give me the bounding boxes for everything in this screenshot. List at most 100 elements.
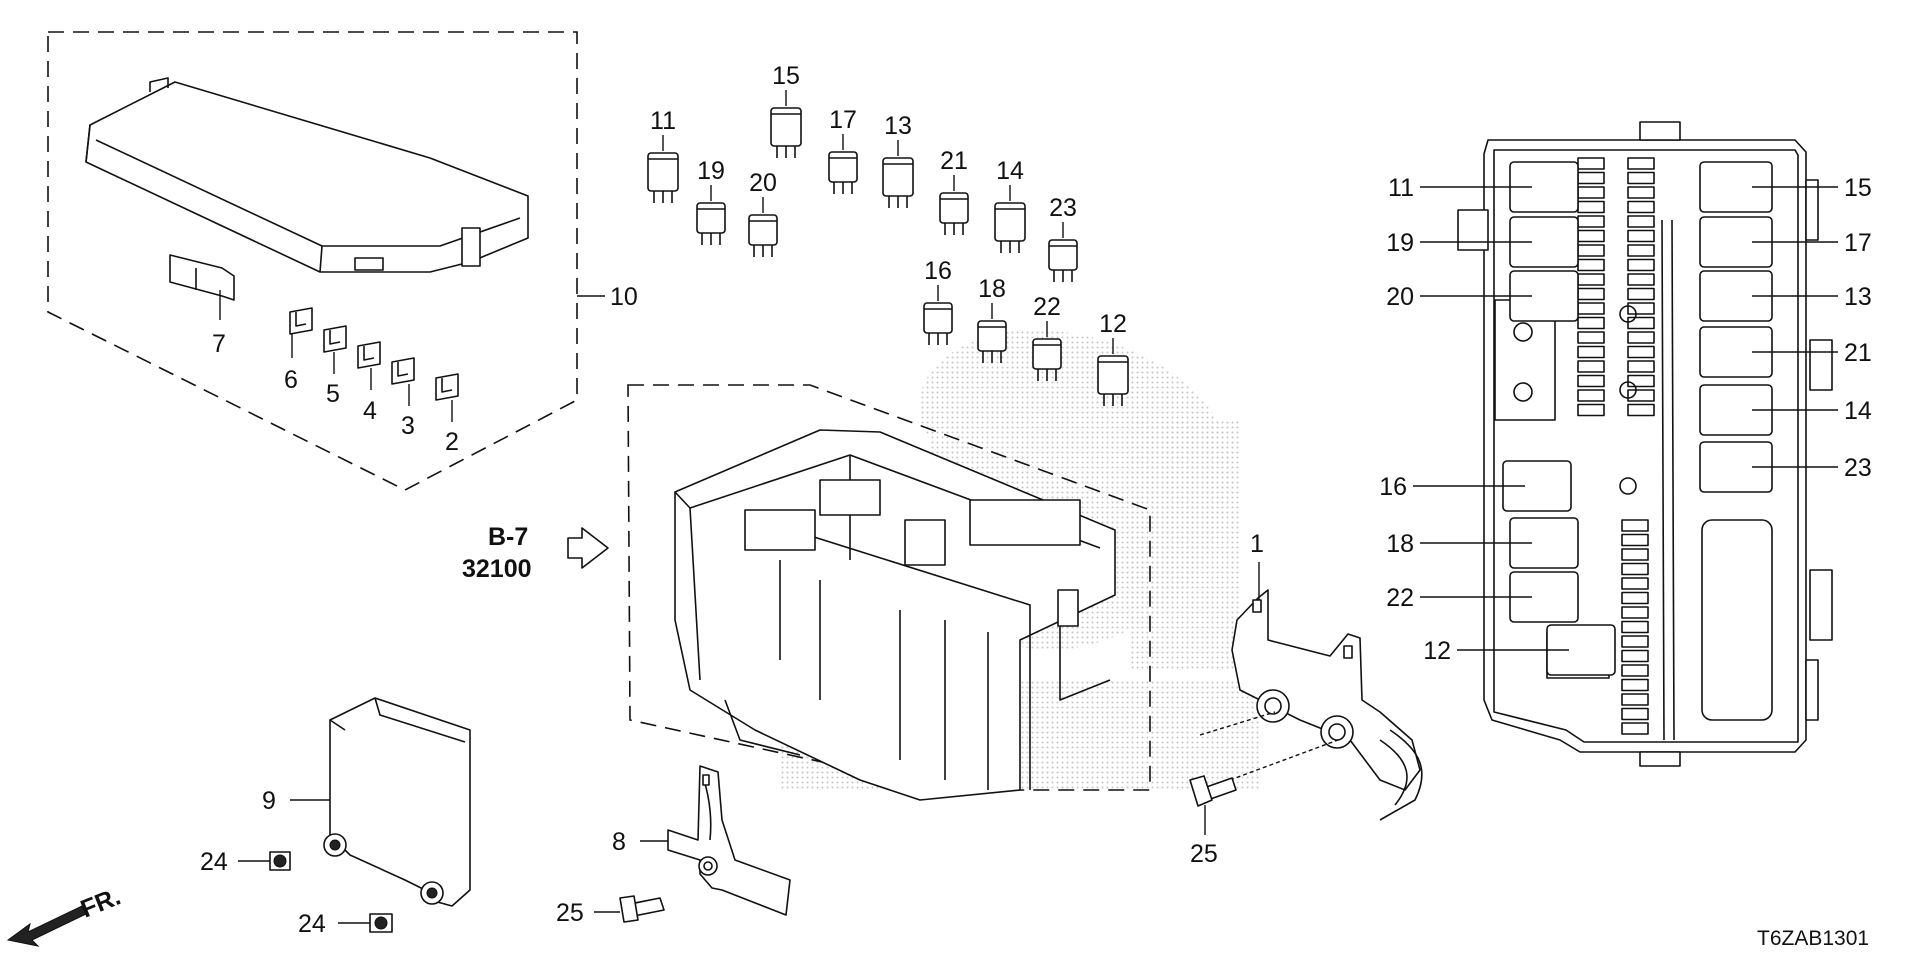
fuse-slot [1621,635,1649,648]
cover-clip [357,341,381,369]
relay: 18 [977,275,1007,363]
cover-clip [323,325,347,353]
fuse-box-body [627,384,1151,801]
fuse-slot [1627,287,1655,301]
layout-callout: 22 [1386,584,1414,612]
fuse-slot [1621,664,1649,677]
fuse-slot [1577,374,1605,388]
fuse-slot [1577,389,1605,402]
relay-callout: 22 [1033,293,1061,321]
callout-clip: 3 [401,412,415,440]
layout-callout: 19 [1386,229,1414,257]
fuse-slot [1621,562,1649,576]
lock-tab [169,254,235,301]
cover-clip [391,357,415,385]
relay-callout: 23 [1049,194,1077,222]
relay-callout: 13 [884,112,912,140]
fuse-slot [1621,606,1649,619]
fuse-slot [1577,229,1605,243]
relay: 15 [770,62,802,158]
layout-relay: 15 [1699,161,1872,213]
callout-tab: 7 [212,330,226,358]
fuse-slot [1577,331,1605,344]
fuse-slot [1627,186,1655,199]
layout-relay: 11 [1388,161,1579,213]
relay: 13 [882,112,914,208]
fuse-slot [1621,678,1649,692]
reference-group: 32100 [462,555,532,583]
fuse-slot [1627,157,1655,170]
fuse-slot [1621,649,1649,663]
callout-clip: 6 [284,366,298,394]
relay-callout: 15 [772,62,800,90]
layout-callout: 15 [1844,174,1872,202]
relay: 11 [647,107,679,203]
callout-clip: 2 [445,428,459,456]
fuse-slot [1577,360,1605,373]
fuse-slot [1577,157,1605,170]
fuse-slot [1577,273,1605,286]
callout-bolt: 25 [1190,840,1218,868]
callout-bolt: 25 [556,899,584,927]
fuse-slot [1627,200,1655,214]
layout-relay: 19 [1386,216,1579,268]
relay-callout: 21 [940,147,968,175]
fuse-slot [1577,244,1605,257]
fuse-slot [1627,345,1655,359]
callout-cover-plate: 9 [262,787,276,815]
relay: 22 [1032,293,1062,381]
relay-callout: 11 [650,107,676,135]
fuse-slot [1577,302,1605,315]
mounting-bracket [1199,562,1423,821]
relay: 20 [748,169,778,257]
fuse-slot [1577,171,1605,185]
reference-page: B-7 [488,523,528,551]
fuse-slot [1577,215,1605,228]
fuse-slot [1627,389,1655,402]
layout-callout: 17 [1844,229,1872,257]
relay-callout: 20 [749,169,777,197]
layout-callout: 23 [1844,454,1872,482]
fuse-box-cover [85,81,529,273]
bolt [238,851,291,871]
fuse-slot [1621,693,1649,706]
callout-clip: 5 [326,380,340,408]
cover-clip [289,307,313,335]
bolt [338,913,393,933]
fuse-slot [1627,215,1655,228]
fuse-slot [1621,548,1649,561]
cover-group [47,31,605,491]
callout-small-bracket: 8 [612,828,626,856]
fuse-slot [1577,287,1605,301]
small-bracket [640,765,791,916]
fuse-block [1577,157,1655,735]
fuse-slot [1621,707,1649,721]
fuse-slot [1627,171,1655,185]
fuse-slot [1627,374,1655,388]
side-cover-plate [290,697,471,907]
fuse-slot [1577,316,1605,330]
layout-relay: 16 [1379,460,1572,512]
layout-callout: 14 [1844,397,1872,425]
front-direction-arrow [6,905,87,947]
bolt [594,895,665,923]
callout-clip: 4 [363,397,377,425]
fuse-slot [1577,200,1605,214]
fuse-slot [1621,519,1649,532]
layout-relay: 21 [1699,326,1872,378]
relay: 12 [1097,310,1129,406]
layout-relay: 17 [1699,216,1872,268]
relay-callout: 18 [978,275,1006,303]
bolt [1189,775,1237,835]
relay: 23 [1048,194,1078,282]
fuse-slot [1577,186,1605,199]
layout-relay: 23 [1699,441,1872,493]
relay-callout: 19 [697,157,725,185]
diagram-code: T6ZAB1301 [1757,927,1869,950]
relay-callout: 16 [924,257,952,285]
relay: 19 [696,157,726,245]
layout-relay: 13 [1699,270,1872,322]
callout-box: 1 [1250,530,1264,558]
